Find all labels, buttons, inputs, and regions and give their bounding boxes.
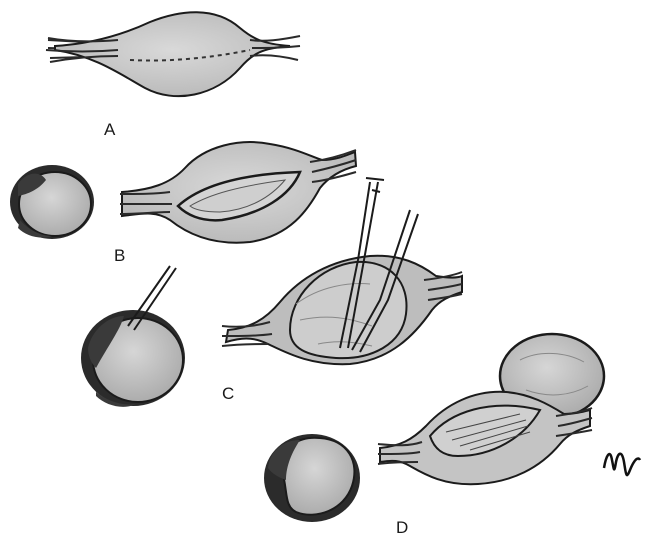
opened-nerve-b <box>120 142 356 243</box>
panel-b <box>10 142 356 243</box>
panel-label-b: B <box>114 246 125 266</box>
panel-label-d: D <box>396 518 408 538</box>
panel-label-c: C <box>222 384 234 404</box>
cross-section-b <box>10 165 94 239</box>
artist-signature <box>604 454 640 475</box>
cross-section-d <box>264 434 360 522</box>
panel-a-fusiform-nerve <box>46 0 470 96</box>
fusiform-swelling-a <box>55 12 290 96</box>
cross-section-c <box>81 266 185 407</box>
nerve-trunk-a-right <box>250 36 300 60</box>
panel-label-a: A <box>104 120 115 140</box>
